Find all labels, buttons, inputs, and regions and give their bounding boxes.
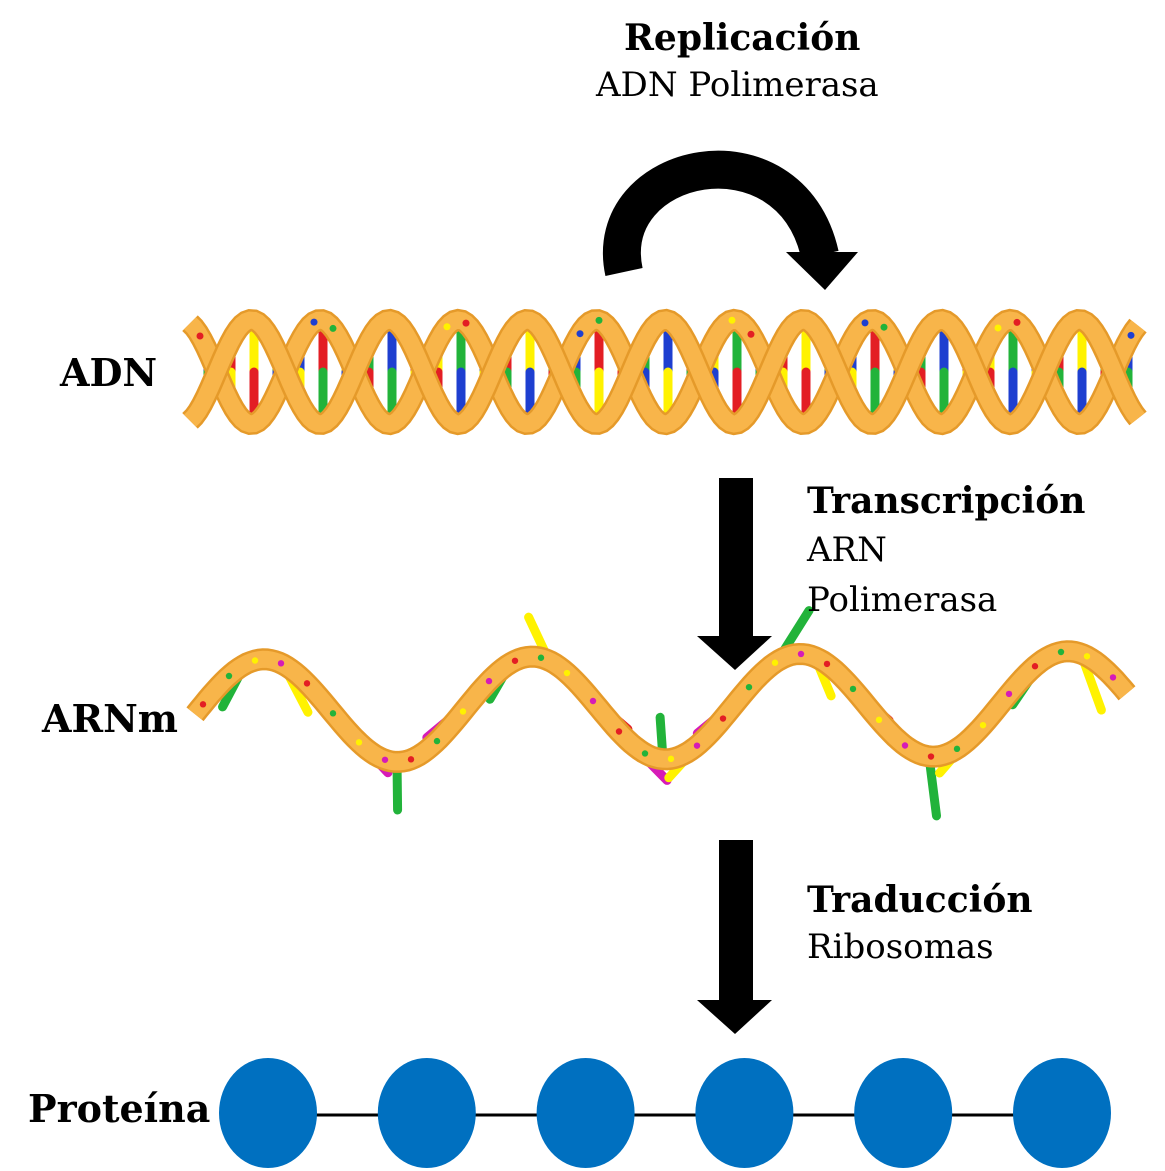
mrna-backbone-dot (797, 650, 805, 658)
mrna-backbone-dot (745, 683, 753, 691)
amino-acid-bead (219, 1058, 317, 1168)
transcription-title: Transcripción (807, 480, 1086, 522)
mrna-backbone-dot (537, 654, 545, 661)
protein-chain (219, 1058, 1111, 1168)
dna-backbone-dot (576, 330, 584, 338)
mrna-backbone-dot (329, 710, 337, 717)
mrna-backbone-dot (511, 657, 519, 664)
mrna-backbone-dot (719, 715, 727, 722)
mrna-backbone-dot (251, 657, 259, 664)
mrna-backbone-dot (225, 672, 233, 680)
dna-backbone-b (183, 311, 1145, 433)
mrna-backbone-dot (407, 756, 415, 763)
mrna-backbone-dot (953, 745, 961, 753)
protein-label: Proteína (28, 1086, 211, 1131)
amino-acid-bead (695, 1058, 794, 1168)
mrna-backbone-dot (927, 753, 935, 760)
dna-backbone-dot (595, 316, 603, 324)
amino-acid-bead (854, 1058, 953, 1168)
mrna-backbone-dot (459, 708, 467, 715)
mrna-backbone-dot (667, 755, 675, 763)
mrna-backbone-dot (355, 739, 363, 746)
dna-backbone-dot (861, 319, 869, 327)
amino-acid-bead (536, 1058, 635, 1168)
transcription-arrow-icon (697, 478, 772, 670)
dna-backbone-dot (880, 323, 888, 331)
mrna-backbone-dot (563, 669, 571, 677)
dna-backbone-dot (747, 330, 755, 338)
mrna-backbone-dot (901, 742, 909, 749)
dna-backbone-dot (728, 316, 736, 324)
mrna-backbone-dot (875, 716, 883, 724)
mrna-backbone-dot (277, 660, 285, 667)
mrna-backbone (188, 642, 1134, 771)
mrna-backbone-dot (1109, 674, 1117, 681)
dna-backbone-dot (1013, 318, 1021, 326)
mrna-backbone-dot (381, 756, 389, 763)
dna-backbone-dot (329, 324, 337, 332)
dna-backbone-dot (310, 318, 318, 326)
transcription-enzyme-line1: ARN (807, 530, 887, 570)
transcription-enzyme-line2: Polimerasa (807, 580, 998, 620)
mrna-strand (186, 606, 1136, 821)
mrna-backbone-dot (1083, 653, 1091, 660)
dna-backbone-dot (443, 323, 451, 331)
mrna-backbone-dot (485, 677, 493, 685)
dna-backbone-dot (994, 324, 1002, 332)
mrna-backbone-dot (1005, 690, 1013, 698)
mrna-backbone-dot (1057, 648, 1065, 656)
mrna-backbone-dot (693, 742, 701, 749)
mrna-backbone-dot (589, 697, 597, 705)
mrna-backbone-dot (1031, 663, 1039, 670)
mrna-backbone-dot (433, 737, 441, 745)
dna-backbone-dot (1127, 331, 1135, 339)
translation-title: Traducción (807, 879, 1033, 921)
mrna-backbone-dot (641, 750, 649, 757)
dna-backbone-dot (196, 332, 204, 340)
amino-acid-bead (1013, 1058, 1111, 1168)
translation-arrow-icon (697, 840, 772, 1034)
mrna-backbone-dot (303, 680, 311, 687)
mrna-backbone-dot (615, 728, 623, 735)
amino-acid-bead (377, 1058, 476, 1168)
mrna-backbone-dot (823, 660, 831, 668)
replication-arrow-icon (603, 150, 858, 290)
dna-backbone-dot (462, 319, 470, 327)
replication-title: Replicación (624, 17, 861, 59)
translation-enzyme: Ribosomas (807, 927, 994, 967)
mrna-backbone-dot (199, 701, 207, 708)
mrna-backbone-dot (771, 659, 779, 666)
mrna-backbone-dot (849, 685, 857, 693)
mrna-label: ARNm (42, 696, 179, 741)
replication-enzyme: ADN Polimerasa (596, 65, 879, 105)
mrna-backbone-dot (979, 721, 987, 729)
dna-label: ADN (60, 350, 158, 395)
dna-double-helix (182, 308, 1147, 436)
